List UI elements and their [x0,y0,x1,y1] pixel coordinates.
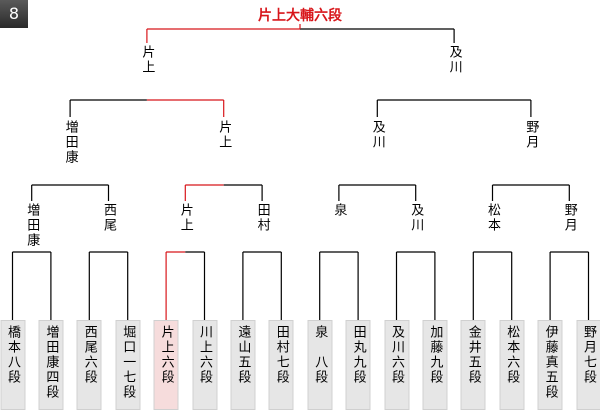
player-name: 加藤九段 [427,325,443,385]
player-entry[interactable]: 堀口一七段 [115,320,141,410]
round3-winner: 野月 [523,120,539,150]
round3-winner: 増田康 [62,120,78,165]
round2-winner: 野月 [561,203,577,233]
player-entry[interactable]: 遠山五段 [230,320,256,410]
player-entry[interactable]: 加藤九段 [422,320,448,410]
round4-winner: 及川 [446,45,462,75]
player-name: 金井五段 [465,325,481,385]
round2-winner: 西尾 [101,203,116,233]
player-entry[interactable]: 伊藤真五段 [537,320,563,410]
player-name: 遠山五段 [235,325,251,385]
round2-winner: 泉 [331,203,347,218]
champion-label: 片上大輔六段 [258,8,342,24]
player-entry[interactable]: 片上六段 [153,320,179,410]
player-name: 野月七段 [581,325,596,385]
player-name: 伊藤真五段 [542,325,558,400]
player-entry[interactable]: 及川六段 [384,320,409,410]
round3-winner: 片上 [216,120,232,150]
player-entry[interactable]: 西尾六段 [76,320,102,410]
round2-winner: 及川 [408,203,424,233]
player-entry[interactable]: 川上六段 [192,320,217,410]
round2-winner: 片上 [177,203,193,233]
player-name: 堀口一七段 [120,325,136,400]
player-entry[interactable]: 泉 八段 [307,320,333,410]
round3-winner: 及川 [369,120,385,150]
round2-winner: 増田康 [24,203,40,248]
player-name: 川上六段 [197,325,212,385]
player-entry[interactable]: 田丸九段 [345,320,371,410]
player-entry[interactable]: 金井五段 [460,320,486,410]
round2-winner: 松本 [485,203,500,233]
player-name: 泉 八段 [312,325,328,385]
player-name: 田村七段 [273,325,289,385]
player-entry[interactable]: 田村七段 [268,320,294,410]
round4-winner: 片上 [139,45,155,75]
player-name: 片上六段 [158,325,174,385]
player-entry[interactable]: 野月七段 [576,320,600,410]
player-entry[interactable]: 増田康四段 [38,320,64,410]
player-name: 及川六段 [389,325,404,385]
player-name: 橋本八段 [5,325,20,385]
player-entry[interactable]: 橋本八段 [0,320,25,410]
round2-winner: 田村 [254,203,270,233]
player-name: 増田康四段 [43,325,59,400]
player-name: 田丸九段 [350,325,366,385]
player-entry[interactable]: 松本六段 [499,320,525,410]
player-name: 松本六段 [504,325,520,385]
player-name: 西尾六段 [81,325,97,385]
bracket-number-badge: 8 [0,0,28,28]
